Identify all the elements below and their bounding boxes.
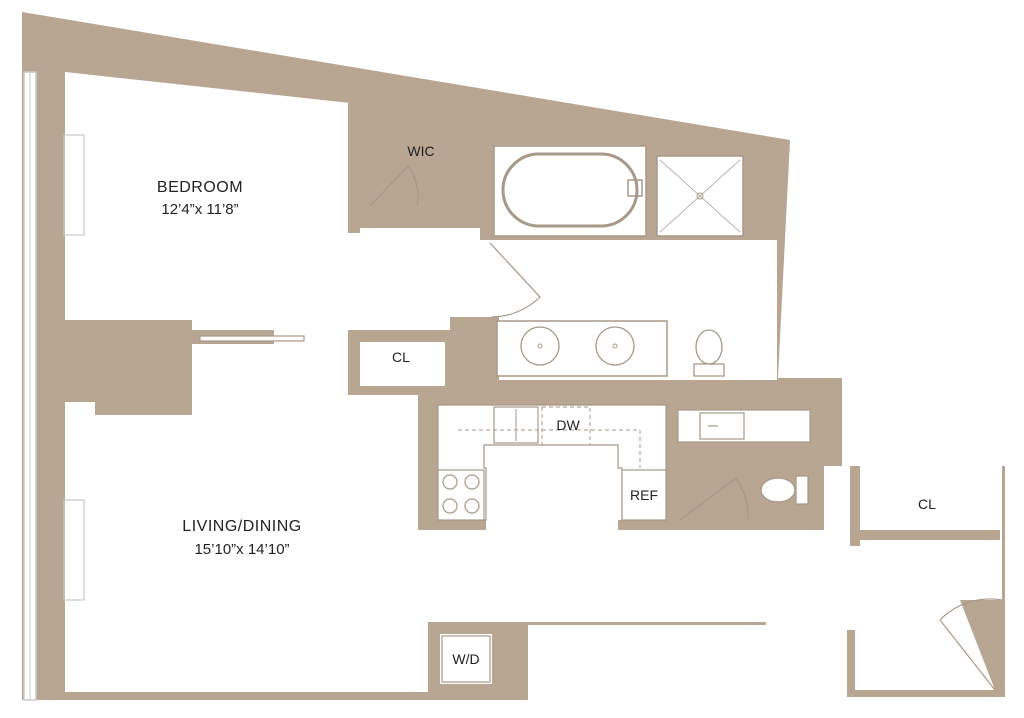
kitchen-wall-right xyxy=(666,395,678,530)
kitchen-wall-top xyxy=(426,395,676,405)
wic-label: WIC xyxy=(407,143,434,159)
living-name: LIVING/DINING xyxy=(182,518,301,535)
window-sill-upper xyxy=(63,134,85,236)
washer-dryer-label: W/D xyxy=(452,651,479,667)
shower-drain xyxy=(696,192,704,200)
sink-left xyxy=(520,326,560,366)
window-sill-lower xyxy=(63,499,85,601)
powder-door-swing xyxy=(679,477,749,521)
entry-closet-wall-left xyxy=(850,466,860,546)
sink-right xyxy=(595,326,635,366)
refrigerator xyxy=(621,469,667,521)
bath-door-swing xyxy=(489,242,541,318)
bedroom-sliding-door xyxy=(199,335,305,342)
kitchen-wall-bottom-right xyxy=(618,520,678,530)
exterior-walls xyxy=(22,12,1005,700)
closet-entry-label: CL xyxy=(918,496,936,512)
burner-4 xyxy=(464,498,480,514)
wic-wall-bottom-left xyxy=(348,200,370,212)
entry-closet-wall-bottom xyxy=(850,530,1000,540)
kitchen-wall-bottom-left xyxy=(426,520,486,530)
bathtub xyxy=(493,145,647,237)
core-walls xyxy=(348,317,838,530)
divider-wall xyxy=(35,303,192,415)
upper-cabinets-dashed xyxy=(458,429,641,468)
closet-bedroom-label: CL xyxy=(392,349,410,365)
kitchen-sink xyxy=(493,406,539,444)
burner-1 xyxy=(442,474,458,490)
kitchen-wall-left xyxy=(426,395,438,530)
bath-wall-mid xyxy=(645,150,657,238)
powder-toilet-bowl xyxy=(760,477,796,503)
burner-2 xyxy=(464,474,480,490)
powder-sink xyxy=(699,412,745,440)
bathtub-basin xyxy=(501,152,639,228)
bathtub-faucet xyxy=(627,179,643,197)
wic-door-swing xyxy=(369,165,419,207)
dishwasher-outline xyxy=(541,406,591,446)
bath-wall-vanity-left xyxy=(487,317,499,387)
powder-wall-bottom xyxy=(748,520,824,530)
bedroom-name: BEDROOM xyxy=(157,179,243,196)
toilet-bowl xyxy=(695,329,723,365)
entry-door-swing xyxy=(939,598,1003,691)
powder-wall-right xyxy=(810,400,824,530)
wd-niche-walls xyxy=(428,622,522,692)
refrigerator-label: REF xyxy=(630,487,658,503)
wic-wall-left xyxy=(348,103,360,233)
bedroom-dimensions: 12’4”x 11’8” xyxy=(161,201,238,218)
powder-toilet-tank xyxy=(795,475,809,505)
shower-diag-2 xyxy=(659,159,741,233)
sink-right-drain xyxy=(612,343,618,349)
living-dimensions: 15’10”x 14’10” xyxy=(194,541,289,558)
toilet-tank xyxy=(693,363,725,377)
washer-dryer xyxy=(441,635,491,683)
vanity xyxy=(496,320,668,377)
sink-left-drain xyxy=(537,343,543,349)
burner-3 xyxy=(442,498,458,514)
wic-wall-right xyxy=(480,105,494,240)
wic-wall-bottom-right xyxy=(417,200,494,212)
dishwasher-label: DW xyxy=(556,417,580,433)
